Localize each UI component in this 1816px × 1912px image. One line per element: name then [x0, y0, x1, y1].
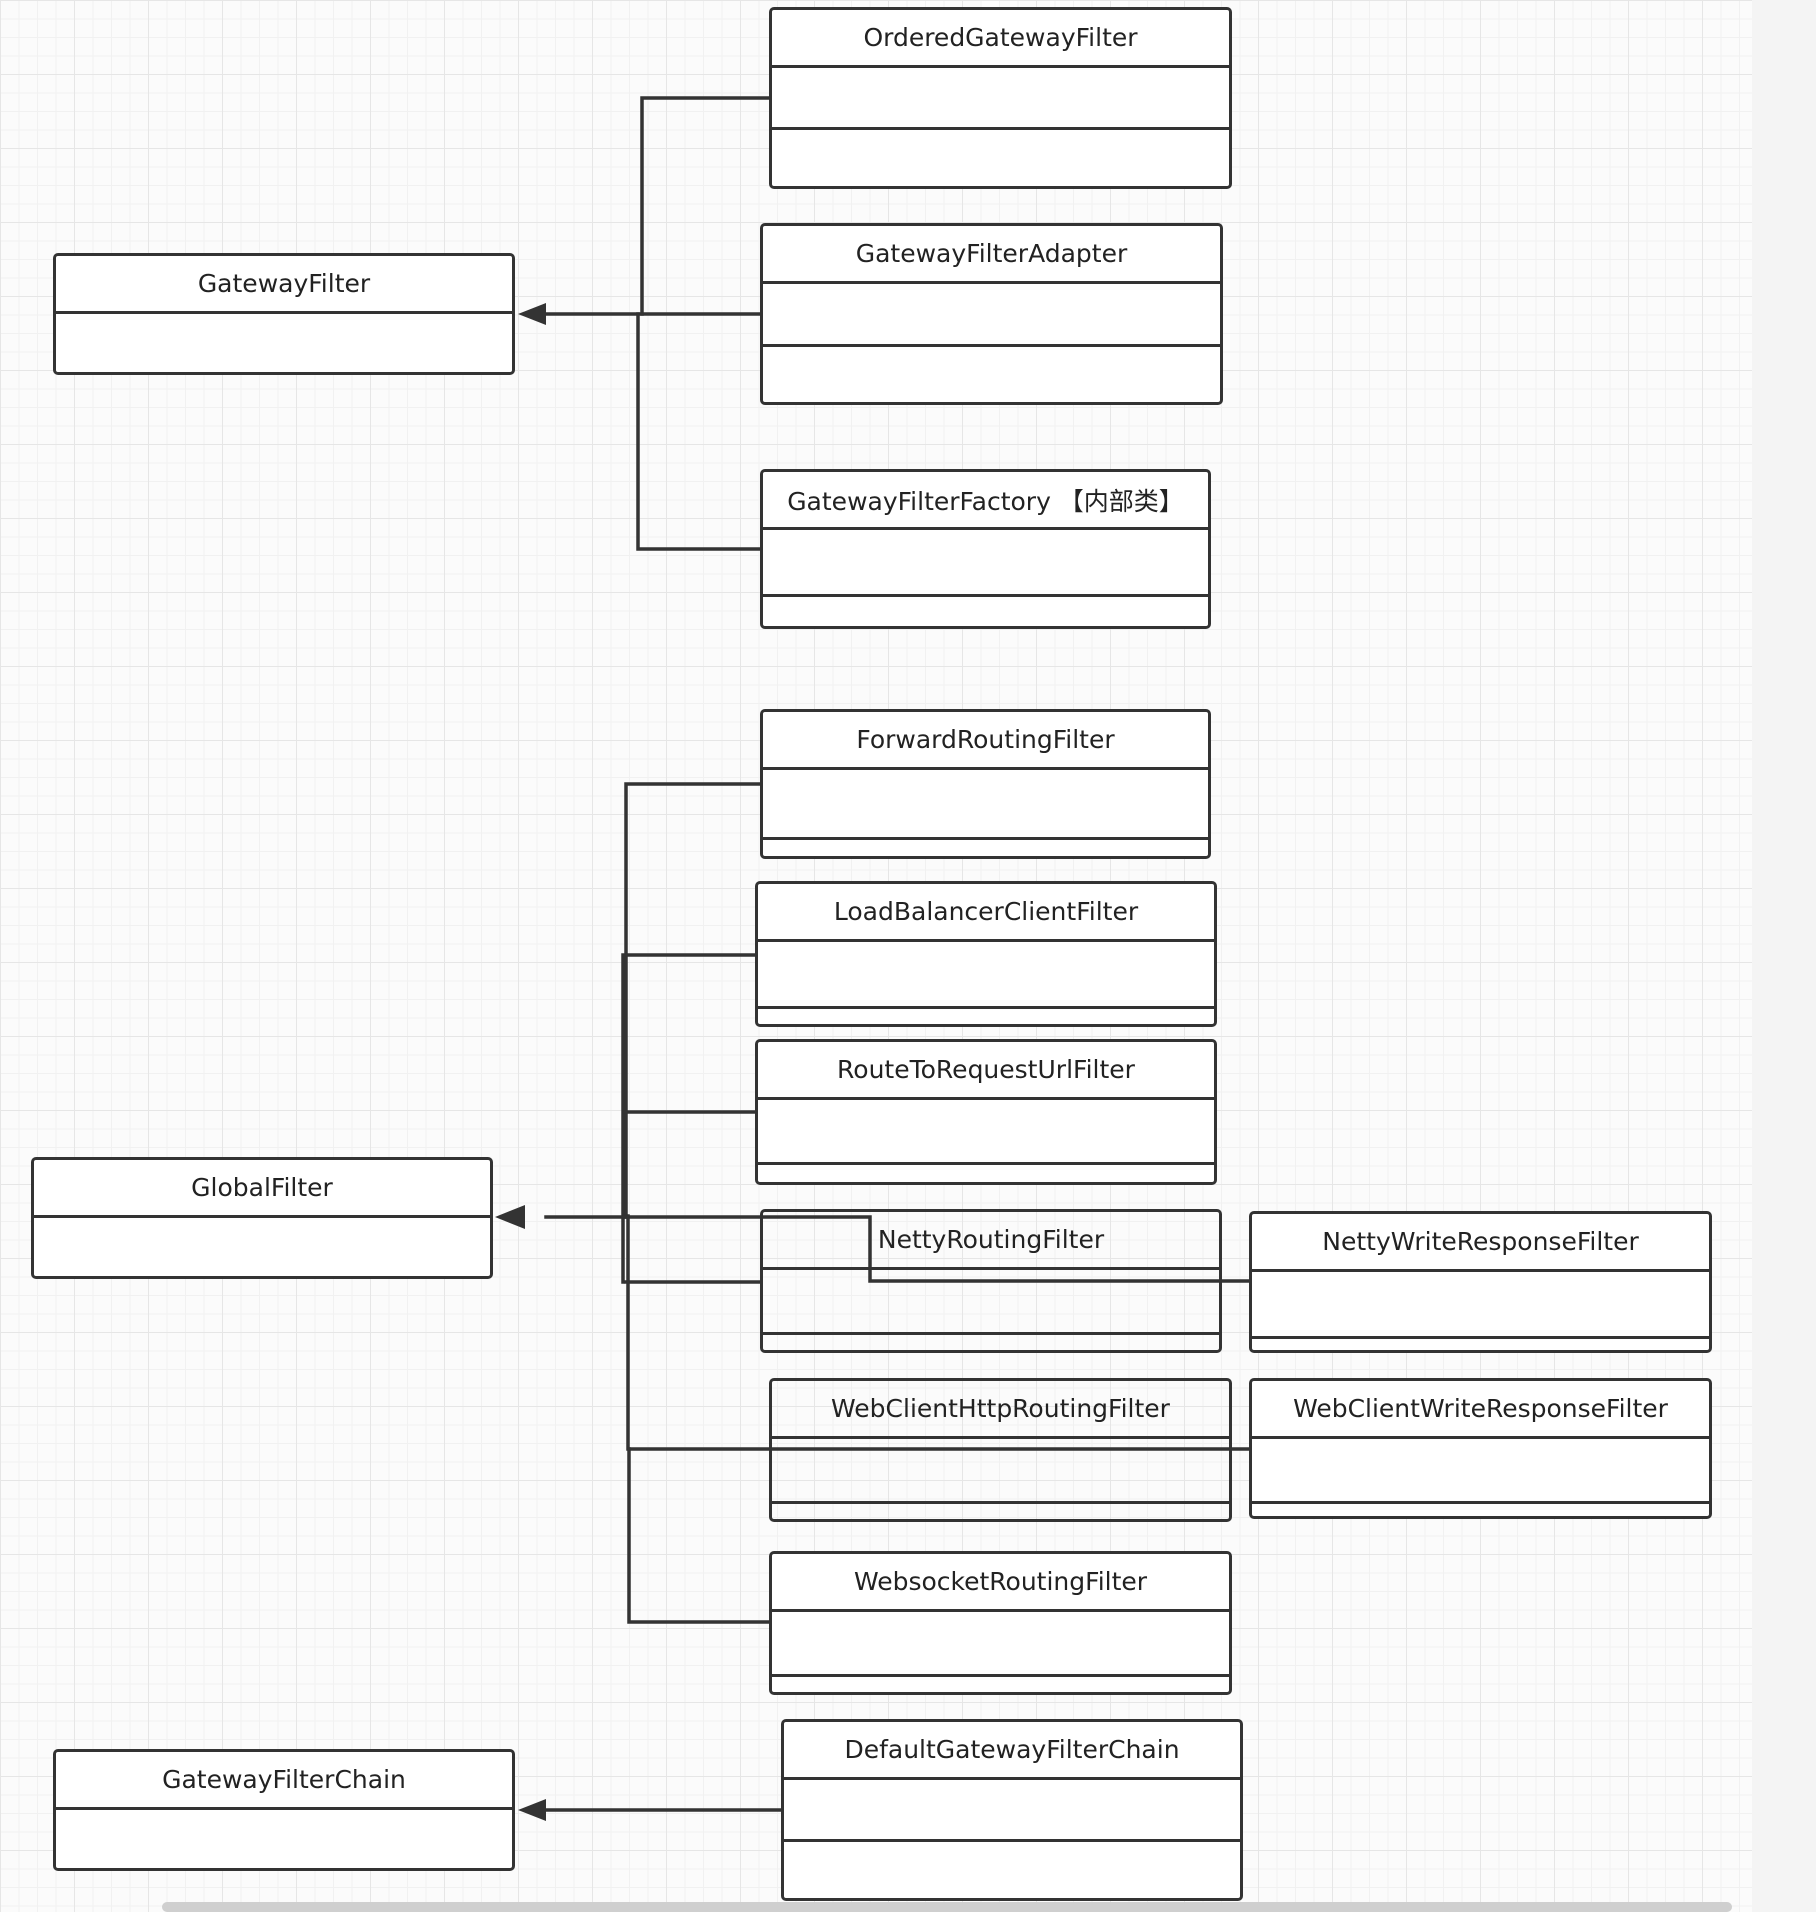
arrowhead-gateway-filter-chain — [518, 1799, 546, 1821]
class-name: WebsocketRoutingFilter — [772, 1554, 1229, 1612]
compartment-divider — [763, 594, 1208, 597]
class-global-filter[interactable]: GlobalFilter — [31, 1157, 493, 1279]
class-default-gateway-filter-chain[interactable]: DefaultGatewayFilterChain — [781, 1719, 1243, 1901]
compartment-divider — [772, 1674, 1229, 1677]
compartment-divider — [763, 837, 1208, 840]
connector-netty-write-response-filter — [624, 1215, 1252, 1283]
compartment-divider — [784, 1839, 1240, 1842]
class-websocket-routing-filter[interactable]: WebsocketRoutingFilter — [769, 1551, 1232, 1695]
canvas-right-gutter — [1752, 0, 1816, 1912]
compartment-divider — [1252, 1501, 1709, 1504]
connector-load-balancer-client-filter — [621, 953, 758, 1284]
class-name: DefaultGatewayFilterChain — [784, 1722, 1240, 1780]
class-name: ForwardRoutingFilter — [763, 712, 1208, 770]
arrowhead-global-filter — [495, 1205, 525, 1229]
class-name: GatewayFilterFactory 【内部类】 — [763, 472, 1208, 530]
class-name: WebClientHttpRoutingFilter — [772, 1381, 1229, 1439]
class-name: GatewayFilterChain — [56, 1752, 512, 1810]
compartment-divider — [763, 1332, 1219, 1335]
class-name: RouteToRequestUrlFilter — [758, 1042, 1214, 1100]
class-name: GatewayFilterAdapter — [763, 226, 1220, 284]
class-web-client-write-response-filter[interactable]: WebClientWriteResponseFilter — [1249, 1378, 1712, 1519]
compartment-divider — [772, 1501, 1229, 1504]
class-name: GlobalFilter — [34, 1160, 490, 1218]
class-ordered-gateway-filter[interactable]: OrderedGatewayFilter — [769, 7, 1232, 189]
class-gateway-filter-chain[interactable]: GatewayFilterChain — [53, 1749, 515, 1871]
class-gateway-filter[interactable]: GatewayFilter — [53, 253, 515, 375]
class-netty-routing-filter[interactable]: NettyRoutingFilter — [760, 1209, 1222, 1353]
connector-websocket-routing-filter — [627, 1447, 772, 1624]
class-netty-write-response-filter[interactable]: NettyWriteResponseFilter — [1249, 1211, 1712, 1353]
connector-ordered-gateway-filter — [640, 96, 772, 316]
class-route-to-request-url-filter[interactable]: RouteToRequestUrlFilter — [755, 1039, 1217, 1185]
class-web-client-http-routing-filter[interactable]: WebClientHttpRoutingFilter — [769, 1378, 1232, 1522]
class-name: NettyRoutingFilter — [763, 1212, 1219, 1270]
class-gateway-filter-adapter[interactable]: GatewayFilterAdapter — [760, 223, 1223, 405]
compartment-divider — [1252, 1336, 1709, 1339]
class-name: GatewayFilter — [56, 256, 512, 314]
class-forward-routing-filter[interactable]: ForwardRoutingFilter — [760, 709, 1211, 859]
class-load-balancer-client-filter[interactable]: LoadBalancerClientFilter — [755, 881, 1217, 1027]
class-name: OrderedGatewayFilter — [772, 10, 1229, 68]
class-name: LoadBalancerClientFilter — [758, 884, 1214, 942]
horizontal-scrollbar[interactable] — [162, 1902, 1732, 1912]
compartment-divider — [758, 1006, 1214, 1009]
connector-gateway-filter-factory — [636, 312, 763, 551]
connector-forward-routing-filter — [624, 782, 763, 1219]
class-name: NettyWriteResponseFilter — [1252, 1214, 1709, 1272]
class-name: WebClientWriteResponseFilter — [1252, 1381, 1709, 1439]
compartment-divider — [772, 127, 1229, 130]
class-gateway-filter-factory[interactable]: GatewayFilterFactory 【内部类】 — [760, 469, 1211, 629]
compartment-divider — [763, 344, 1220, 347]
compartment-divider — [758, 1162, 1214, 1165]
arrowhead-gateway-filter — [518, 303, 546, 325]
